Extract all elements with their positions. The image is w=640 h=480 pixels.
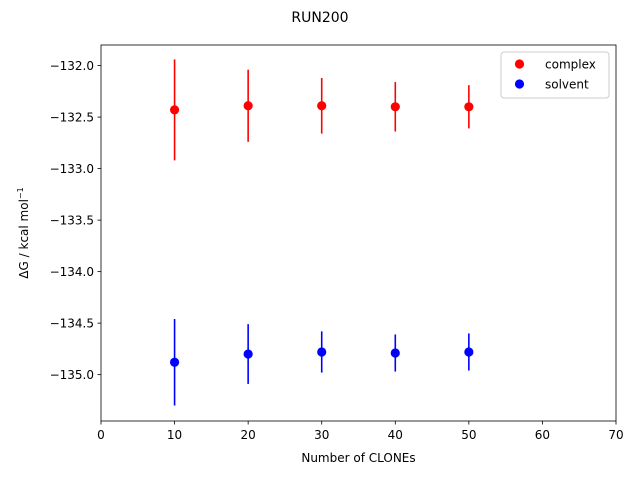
complex-data-point	[464, 102, 474, 112]
y-axis: −132.0 −132.5 −133.0 −133.5 −134.0 −134.5 −135…	[50, 59, 101, 382]
x-tick-label: 60	[535, 428, 550, 442]
x-axis-label: Number of CLONEs	[301, 451, 415, 465]
y-tick-label: −132.0	[50, 59, 94, 73]
y-axis-label-superscript: −1	[16, 187, 25, 199]
y-axis-label-text: ΔG / kcal mol	[17, 199, 31, 279]
solvent-data-point	[243, 349, 253, 359]
y-tick-label: −133.5	[50, 213, 94, 227]
plot-frame	[100, 44, 617, 422]
y-axis-label: ΔG / kcal mol−1	[16, 187, 31, 278]
x-tick-label: 30	[314, 428, 329, 442]
x-tick-label: 50	[461, 428, 476, 442]
complex-data-point	[169, 105, 180, 115]
legend-marker-solvent	[514, 79, 525, 89]
chart-title: RUN200	[291, 10, 348, 26]
y-tick-label: −132.5	[50, 110, 94, 124]
legend-frame	[500, 51, 610, 99]
solvent-data-point	[390, 348, 400, 358]
legend-label-solvent: solvent	[545, 77, 589, 91]
y-tick-label: −133.0	[50, 162, 94, 176]
complex-data-point	[390, 102, 400, 112]
plot-area: 0 10 20 30 40 50 60 70 −132.0 −132.5 −133.0 −133.5…	[50, 44, 624, 442]
legend-marker-complex	[514, 59, 525, 69]
y-tick-label: −134.0	[50, 265, 94, 279]
solvent-data-point	[464, 347, 474, 357]
solvent-data-point	[317, 347, 327, 357]
data-marks	[169, 59, 474, 406]
x-tick-label: 70	[608, 428, 623, 442]
legend-label-complex: complex	[545, 57, 596, 71]
x-tick-label: 10	[167, 428, 182, 442]
x-axis: 0 10 20 30 40 50 60 70	[97, 421, 624, 442]
complex-data-point	[243, 101, 253, 111]
x-tick-label: 0	[97, 428, 105, 442]
solvent-data-point	[169, 357, 180, 367]
complex-data-point	[317, 101, 327, 111]
y-tick-label: −135.0	[50, 368, 94, 382]
legend: complex solvent	[500, 51, 610, 99]
x-tick-label: 40	[388, 428, 403, 442]
y-tick-label: −134.5	[50, 316, 94, 330]
x-tick-label: 20	[241, 428, 256, 442]
